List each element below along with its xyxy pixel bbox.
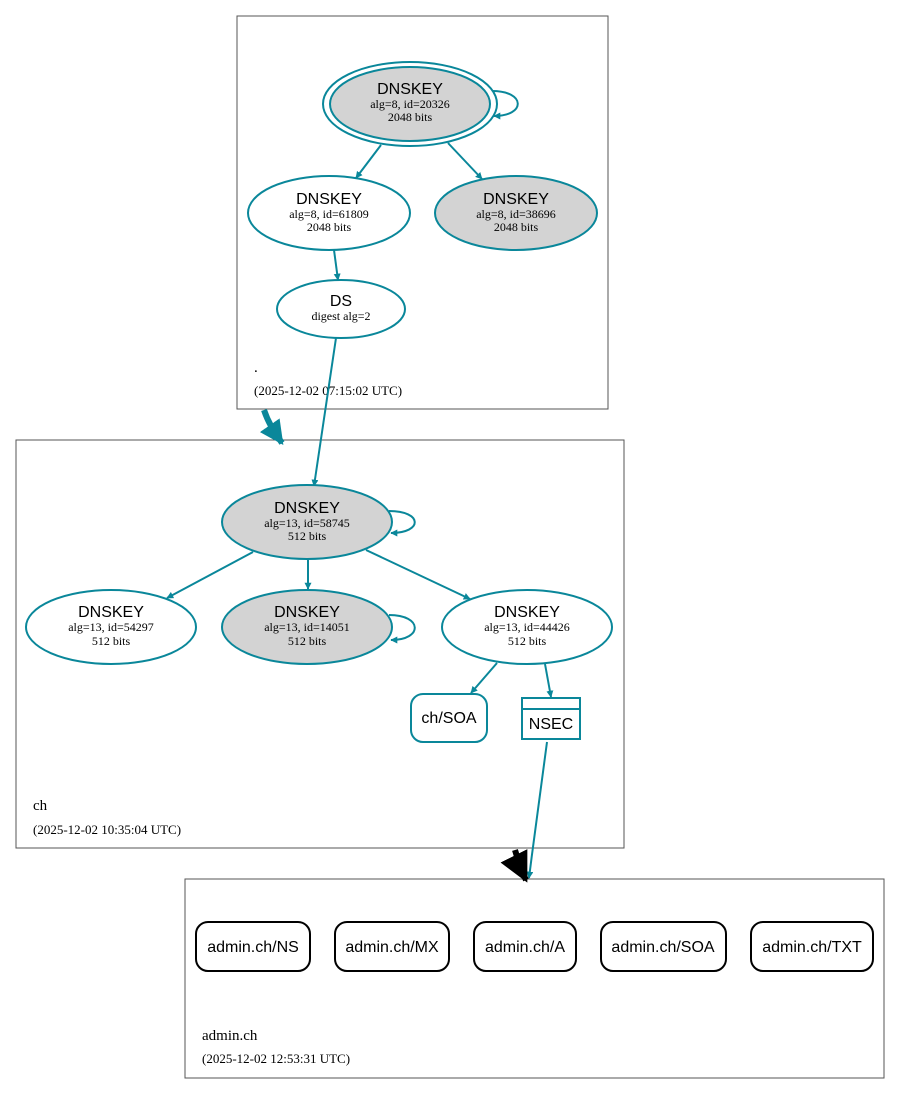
node-key-info: alg=8, id=61809 — [289, 207, 369, 221]
admin-records: admin.ch/NS admin.ch/MX admin.ch/A admin… — [195, 921, 874, 972]
record-label: admin.ch/A — [485, 939, 565, 956]
record-admin-soa[interactable]: admin.ch/SOA — [600, 921, 727, 972]
edge-ksk-zsk1 — [355, 144, 382, 179]
node-type: DNSKEY — [377, 81, 443, 98]
edge-nsec-admin — [526, 741, 548, 879]
edge-ch-ksk-zsk — [365, 549, 471, 600]
node-key-info: alg=13, id=58745 — [264, 516, 350, 530]
root-ksk-node[interactable]: DNSKEY alg=8, id=20326 2048 bits — [322, 61, 498, 147]
edge-root-ksk-self — [491, 90, 519, 120]
ch-soa-label: ch/SOA — [421, 710, 476, 727]
edge-zsk1-ds — [333, 249, 341, 281]
zone-admin-ch — [184, 878, 885, 1079]
edge-ch-ksk-self — [388, 510, 416, 537]
node-key-size: 2048 bits — [388, 110, 433, 124]
root-zsk2-node[interactable]: DNSKEY alg=8, id=38696 2048 bits — [434, 175, 598, 251]
ch-ksk-node[interactable]: DNSKEY alg=13, id=58745 512 bits — [221, 484, 393, 560]
node-type: DS — [330, 293, 352, 310]
node-key-size: 512 bits — [288, 634, 327, 648]
edge-zsk-soa — [470, 662, 498, 694]
root-zsk1-node[interactable]: DNSKEY alg=8, id=61809 2048 bits — [247, 175, 411, 251]
node-key-size: 512 bits — [508, 634, 547, 648]
node-type: DNSKEY — [274, 604, 340, 621]
zone-root-name: . — [254, 360, 258, 376]
nsec-label: NSEC — [529, 716, 573, 733]
node-key-size: 512 bits — [92, 634, 131, 648]
zone-admin-name: admin.ch — [202, 1028, 258, 1044]
edge-ksk-zsk2 — [447, 142, 483, 180]
edges — [166, 90, 554, 883]
zone-ch-name: ch — [33, 798, 48, 814]
record-label: admin.ch/NS — [207, 939, 299, 956]
edge-zsk-nsec — [544, 663, 554, 698]
node-type: DNSKEY — [274, 500, 340, 517]
zone-ch-timestamp: (2025-12-02 10:35:04 UTC) — [33, 822, 181, 837]
ch-ds-node[interactable]: DS digest alg=2 — [276, 279, 406, 339]
edge-ds-ch-ksk — [311, 337, 337, 487]
node-type: DNSKEY — [483, 191, 549, 208]
node-key-size: 512 bits — [288, 529, 327, 543]
ch-key-54297-node[interactable]: DNSKEY alg=13, id=54297 512 bits — [25, 589, 197, 665]
delegation-root-ch — [259, 409, 285, 445]
node-key-info: alg=8, id=38696 — [476, 207, 556, 221]
ch-key-14051-node[interactable]: DNSKEY alg=13, id=14051 512 bits — [221, 589, 393, 665]
node-digest-info: digest alg=2 — [311, 309, 370, 323]
node-type: DNSKEY — [494, 604, 560, 621]
record-label: admin.ch/SOA — [611, 939, 714, 956]
edge-ch-k2-self — [388, 614, 416, 644]
record-admin-txt[interactable]: admin.ch/TXT — [750, 921, 874, 972]
ch-soa-node[interactable]: ch/SOA — [410, 693, 488, 743]
node-key-info: alg=8, id=20326 — [370, 97, 450, 111]
node-type: DNSKEY — [296, 191, 362, 208]
delegation-ch-admin — [500, 849, 529, 883]
nsec-node[interactable]: NSEC — [521, 697, 581, 740]
record-admin-a[interactable]: admin.ch/A — [473, 921, 577, 972]
edge-ch-ksk-k1 — [166, 551, 254, 599]
node-key-info: alg=13, id=54297 — [68, 620, 154, 634]
node-key-info: alg=13, id=14051 — [264, 620, 350, 634]
record-admin-ns[interactable]: admin.ch/NS — [195, 921, 311, 972]
zone-admin-timestamp: (2025-12-02 12:53:31 UTC) — [202, 1051, 350, 1066]
node-key-info: alg=13, id=44426 — [484, 620, 570, 634]
record-admin-mx[interactable]: admin.ch/MX — [334, 921, 450, 972]
record-label: admin.ch/TXT — [762, 939, 862, 956]
record-label: admin.ch/MX — [345, 939, 439, 956]
ch-zsk-node[interactable]: DNSKEY alg=13, id=44426 512 bits — [441, 589, 613, 665]
node-key-size: 2048 bits — [307, 220, 352, 234]
node-type: DNSKEY — [78, 604, 144, 621]
node-key-size: 2048 bits — [494, 220, 539, 234]
